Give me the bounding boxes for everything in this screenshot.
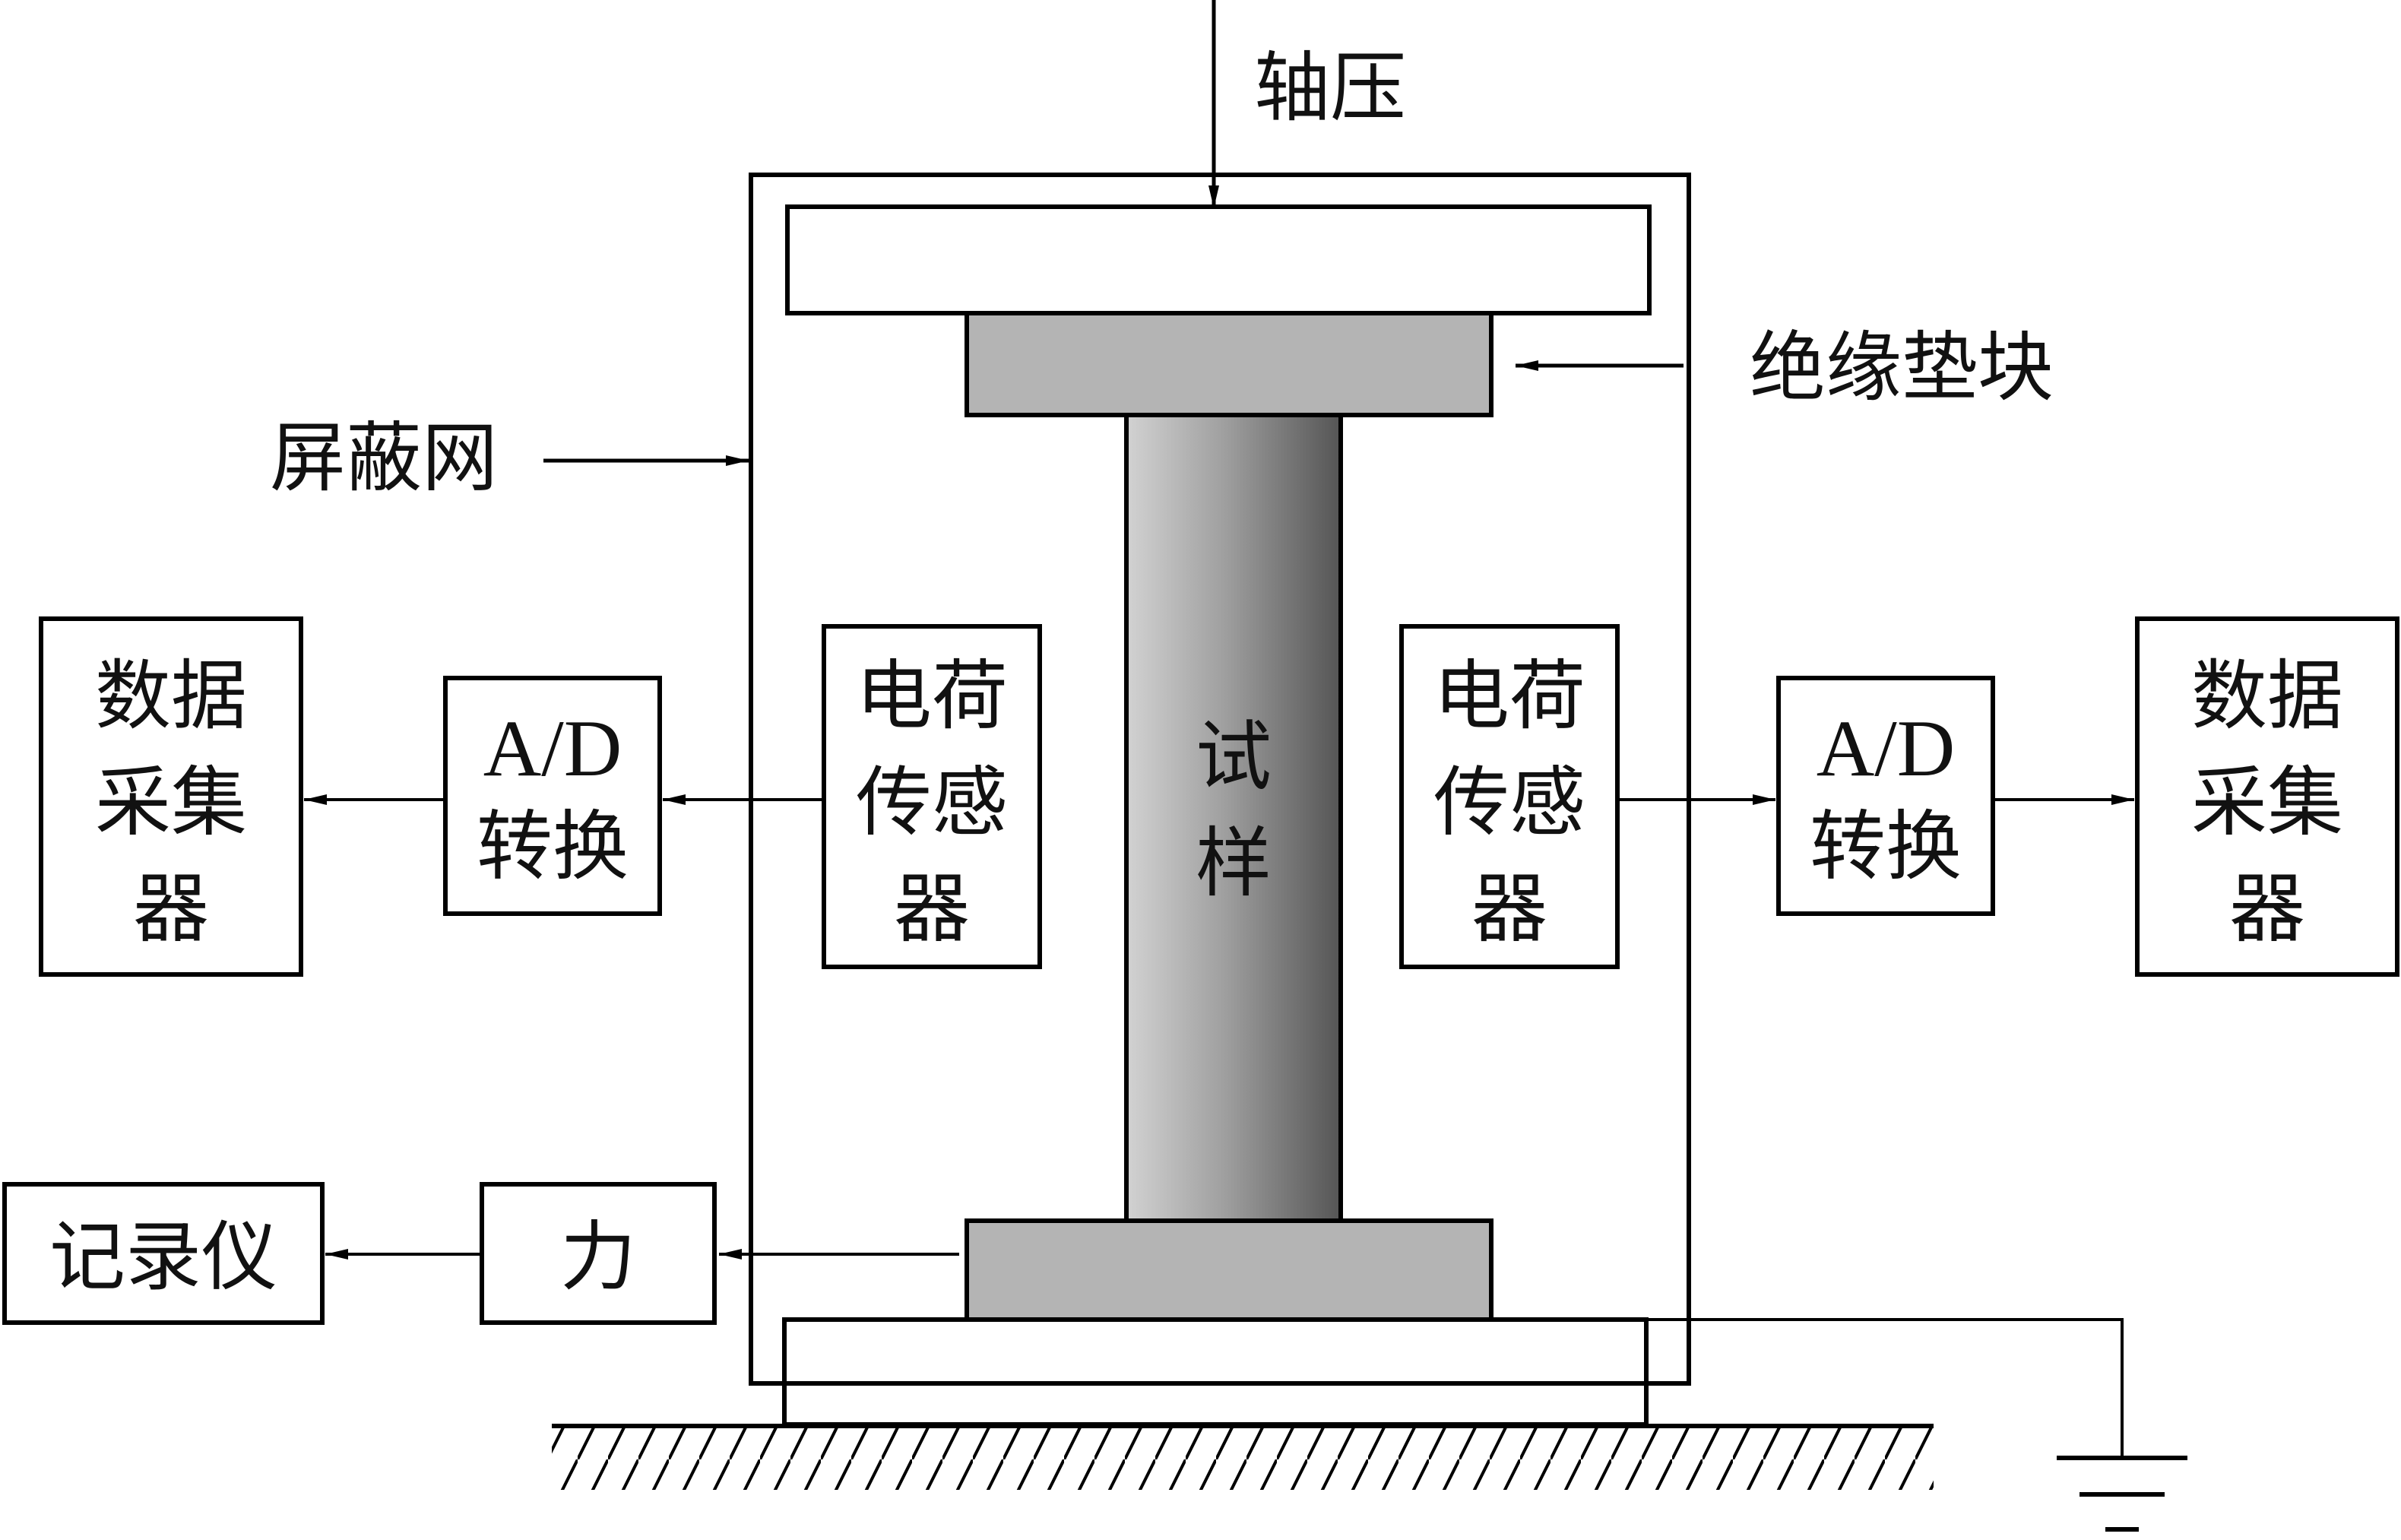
right-charge-sensor-box [1399,624,1620,969]
ground-icon [2057,1456,2187,1532]
right-charge-sensor-line1: 电荷 [1433,651,1585,740]
force-label: 力 [560,1212,636,1301]
left-charge-sensor-box [822,624,1042,969]
left-ad-converter-box [443,676,662,916]
shield-mesh-box [749,173,1691,1386]
left-ad-converter-line1: A/D [483,704,622,793]
top-insulating-pad [965,311,1493,417]
ground-wire [1646,1318,2124,1458]
right-data-collector-line3: 器 [2229,864,2305,953]
left-data-collector-line2: 采集 [95,758,247,847]
left-charge-sensor-line3: 器 [894,864,970,953]
specimen-column [1124,413,1343,1223]
base-plate [782,1317,1649,1427]
bottom-insulating-pad [965,1218,1493,1322]
top-loading-plate [785,204,1652,315]
specimen-label-line1: 试 [1196,712,1272,801]
insulating-pad-label: 绝缘垫块 [1750,323,2054,412]
right-ad-converter-box [1776,676,1995,916]
right-data-collector-box [2135,616,2399,977]
left-ad-converter-line2: 转换 [477,802,629,891]
right-ad-converter-line1: A/D [1817,704,1956,793]
hatched-ground [552,1426,1934,1490]
right-data-collector-line2: 采集 [2191,758,2343,847]
axial-pressure-label: 轴压 [1254,43,1406,132]
shield-mesh-label: 屏蔽网 [270,414,498,502]
right-ad-converter-line2: 转换 [1810,802,1962,891]
right-charge-sensor-line2: 传感 [1433,758,1585,847]
right-data-collector-line1: 数据 [2191,651,2343,740]
left-data-collector-line1: 数据 [95,651,247,740]
left-data-collector-box [39,616,303,977]
left-charge-sensor-line1: 电荷 [856,651,1008,740]
left-data-collector-line3: 器 [133,864,209,953]
left-charge-sensor-line2: 传感 [856,758,1008,847]
recorder-label: 记录仪 [49,1212,277,1301]
recorder-box [2,1182,325,1325]
specimen-label-line2: 样 [1196,819,1272,908]
right-charge-sensor-line3: 器 [1471,864,1547,953]
